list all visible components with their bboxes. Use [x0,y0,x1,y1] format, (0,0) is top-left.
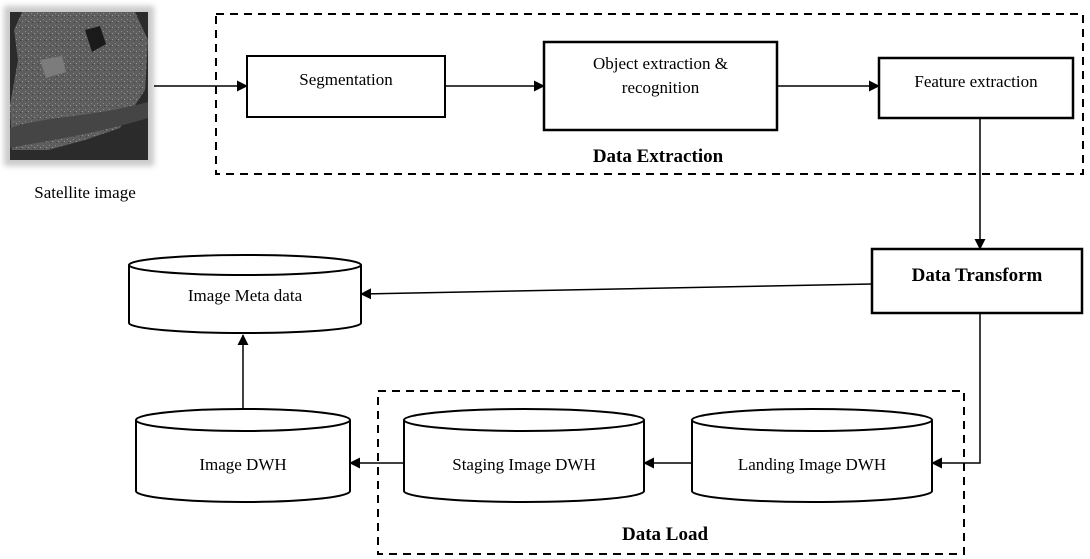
image-meta-data-label: Image Meta data [187,286,303,305]
image-dwh-cylinder [135,408,351,503]
satellite-image [4,6,154,166]
data-transform-label: Data Transform [911,265,1043,286]
object-extraction-box [542,40,779,132]
image-dwh-label: Image DWH [199,455,287,474]
arrow-data-transform-to-landing [931,313,981,469]
landing-image-dwh-cylinder [691,408,933,503]
data-load-title: Data Load [621,524,709,545]
data-extraction-group [215,13,1084,175]
feature-extraction-box [877,56,1075,120]
feature-extraction-label: Feature extraction [914,72,1038,91]
staging-image-dwh-cylinder [403,408,645,503]
satellite-image-caption: Satellite image [34,183,136,202]
staging-image-dwh-label: Staging Image DWH [452,455,596,474]
arrow-data-transform-to-meta-data [360,283,873,300]
segmentation-label: Segmentation [299,70,393,89]
data-load-group [377,390,965,555]
landing-image-dwh-label: Landing Image DWH [737,455,887,474]
data-extraction-title: Data Extraction [592,146,724,167]
object-extraction-label: Object extraction & recognition [592,54,728,97]
image-meta-data-cylinder [128,254,362,334]
